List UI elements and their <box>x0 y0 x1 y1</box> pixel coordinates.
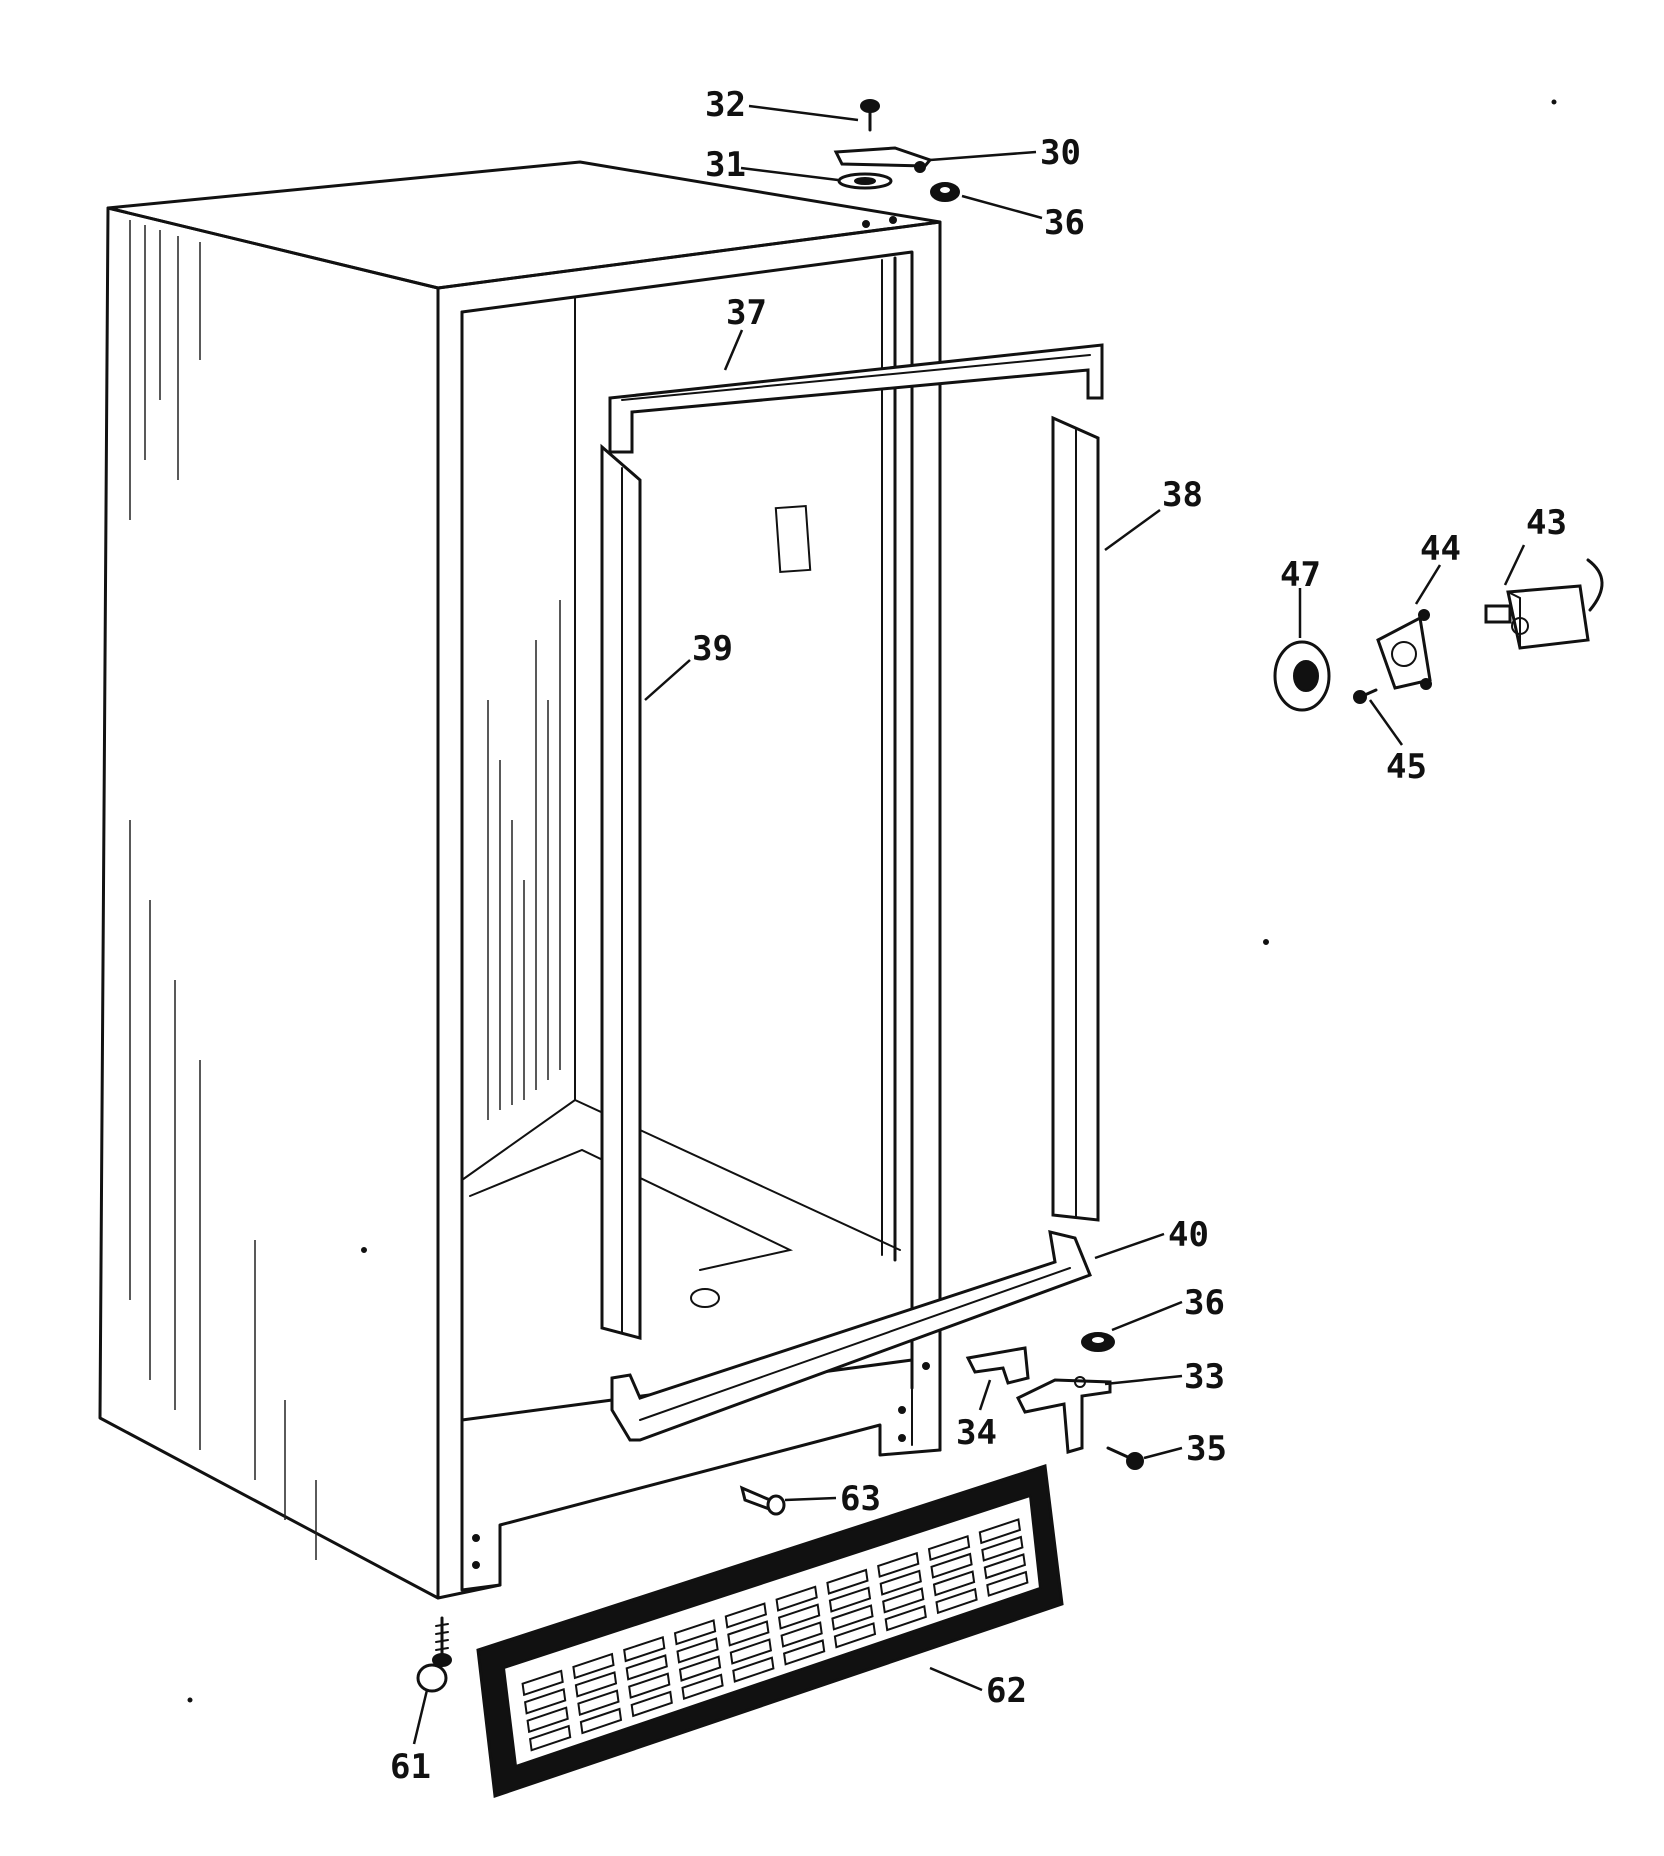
callout-45: 45 <box>1386 747 1427 787</box>
callout-37: 37 <box>726 293 767 333</box>
grille-slot <box>673 1619 717 1646</box>
grille-slot <box>879 1569 922 1596</box>
callout-32: 32 <box>705 85 746 125</box>
callout-63: 63 <box>840 1479 881 1519</box>
grille-slot <box>877 1551 920 1578</box>
grille-slot <box>526 1706 569 1734</box>
callout-31: 31 <box>705 145 746 185</box>
grille-slot <box>628 1672 671 1699</box>
part-38-right-gasket <box>1051 415 1100 1222</box>
grille-slot <box>678 1655 722 1682</box>
grille-slot <box>935 1587 978 1615</box>
grille-slot <box>732 1656 775 1683</box>
grille-slot <box>775 1585 818 1612</box>
grille-slots <box>521 1518 1029 1752</box>
grille-slot <box>983 1553 1027 1580</box>
grille-slot <box>831 1604 874 1631</box>
callout-61: 61 <box>390 1747 431 1787</box>
grille-slot <box>579 1707 623 1735</box>
part-30-top-hinge <box>833 146 933 173</box>
grille-slot <box>523 1687 567 1715</box>
grille-slot <box>782 1639 826 1666</box>
grille-slot <box>828 1586 872 1613</box>
grille-slot <box>826 1568 869 1595</box>
callout-35: 35 <box>1186 1429 1227 1469</box>
callout-47: 47 <box>1280 555 1321 595</box>
part-32-screw <box>860 99 880 132</box>
part-62-kick-grille <box>476 1464 1064 1799</box>
grille-slot <box>625 1654 668 1681</box>
callout-36-bottom: 36 <box>1184 1283 1225 1323</box>
part-35-screw <box>1106 1446 1144 1470</box>
callout-34: 34 <box>956 1413 997 1453</box>
part-39-left-gasket <box>600 443 642 1340</box>
callout-40: 40 <box>1168 1215 1209 1255</box>
grille-slot <box>577 1689 620 1717</box>
callout-44: 44 <box>1420 529 1461 569</box>
callout-38: 38 <box>1162 475 1203 515</box>
grille-slot <box>780 1621 823 1648</box>
callout-62: 62 <box>986 1671 1027 1711</box>
grille-slot <box>528 1724 572 1752</box>
callout-33: 33 <box>1184 1357 1225 1397</box>
callout-36-top: 36 <box>1044 203 1085 243</box>
grille-slot <box>623 1635 666 1663</box>
grille-slot <box>981 1535 1024 1562</box>
grille-slot <box>521 1669 564 1697</box>
grille-slot <box>884 1604 927 1632</box>
part-44-bracket <box>1376 609 1432 690</box>
part-36-washer-bottom <box>1081 1332 1115 1352</box>
grille-slot <box>777 1603 821 1630</box>
part-34-shim <box>965 1346 1030 1385</box>
grille-slot <box>932 1570 976 1597</box>
part-33-bottom-hinge <box>1015 1376 1112 1454</box>
grille-slot <box>986 1570 1029 1597</box>
grille-slot <box>927 1534 971 1562</box>
callout-43: 43 <box>1526 503 1567 543</box>
part-37-top-gasket <box>608 343 1104 454</box>
part-31-shim <box>837 172 893 190</box>
grille-slot <box>978 1518 1022 1545</box>
callout-30: 30 <box>1040 133 1081 173</box>
grille-slot <box>574 1671 618 1698</box>
part-36-washer-top <box>930 182 960 202</box>
part-43-thermostat <box>1484 558 1604 650</box>
grille-slot <box>630 1690 673 1718</box>
callout-39: 39 <box>692 629 733 669</box>
leader-lines <box>412 104 1526 1745</box>
grille-slot <box>930 1552 973 1579</box>
grille-slot <box>572 1652 615 1680</box>
grille-slot <box>681 1673 724 1701</box>
grille-slot <box>676 1637 719 1664</box>
part-40-bottom-gasket <box>610 1230 1092 1442</box>
grille-slot <box>724 1602 768 1629</box>
grille-slot <box>729 1638 773 1665</box>
part-45-screw <box>1353 688 1378 704</box>
grille-slot <box>727 1620 770 1647</box>
cabinet-side-hatching <box>129 220 561 1560</box>
part-47-knob <box>1273 640 1331 712</box>
callout-labels: 32 31 30 36 37 38 39 47 44 43 45 40 36 3… <box>390 85 1567 1787</box>
grille-slot <box>833 1622 877 1649</box>
part-63-pin <box>739 1485 786 1516</box>
grille-slot <box>882 1587 925 1614</box>
part-61-leveling-leg <box>416 1616 452 1693</box>
